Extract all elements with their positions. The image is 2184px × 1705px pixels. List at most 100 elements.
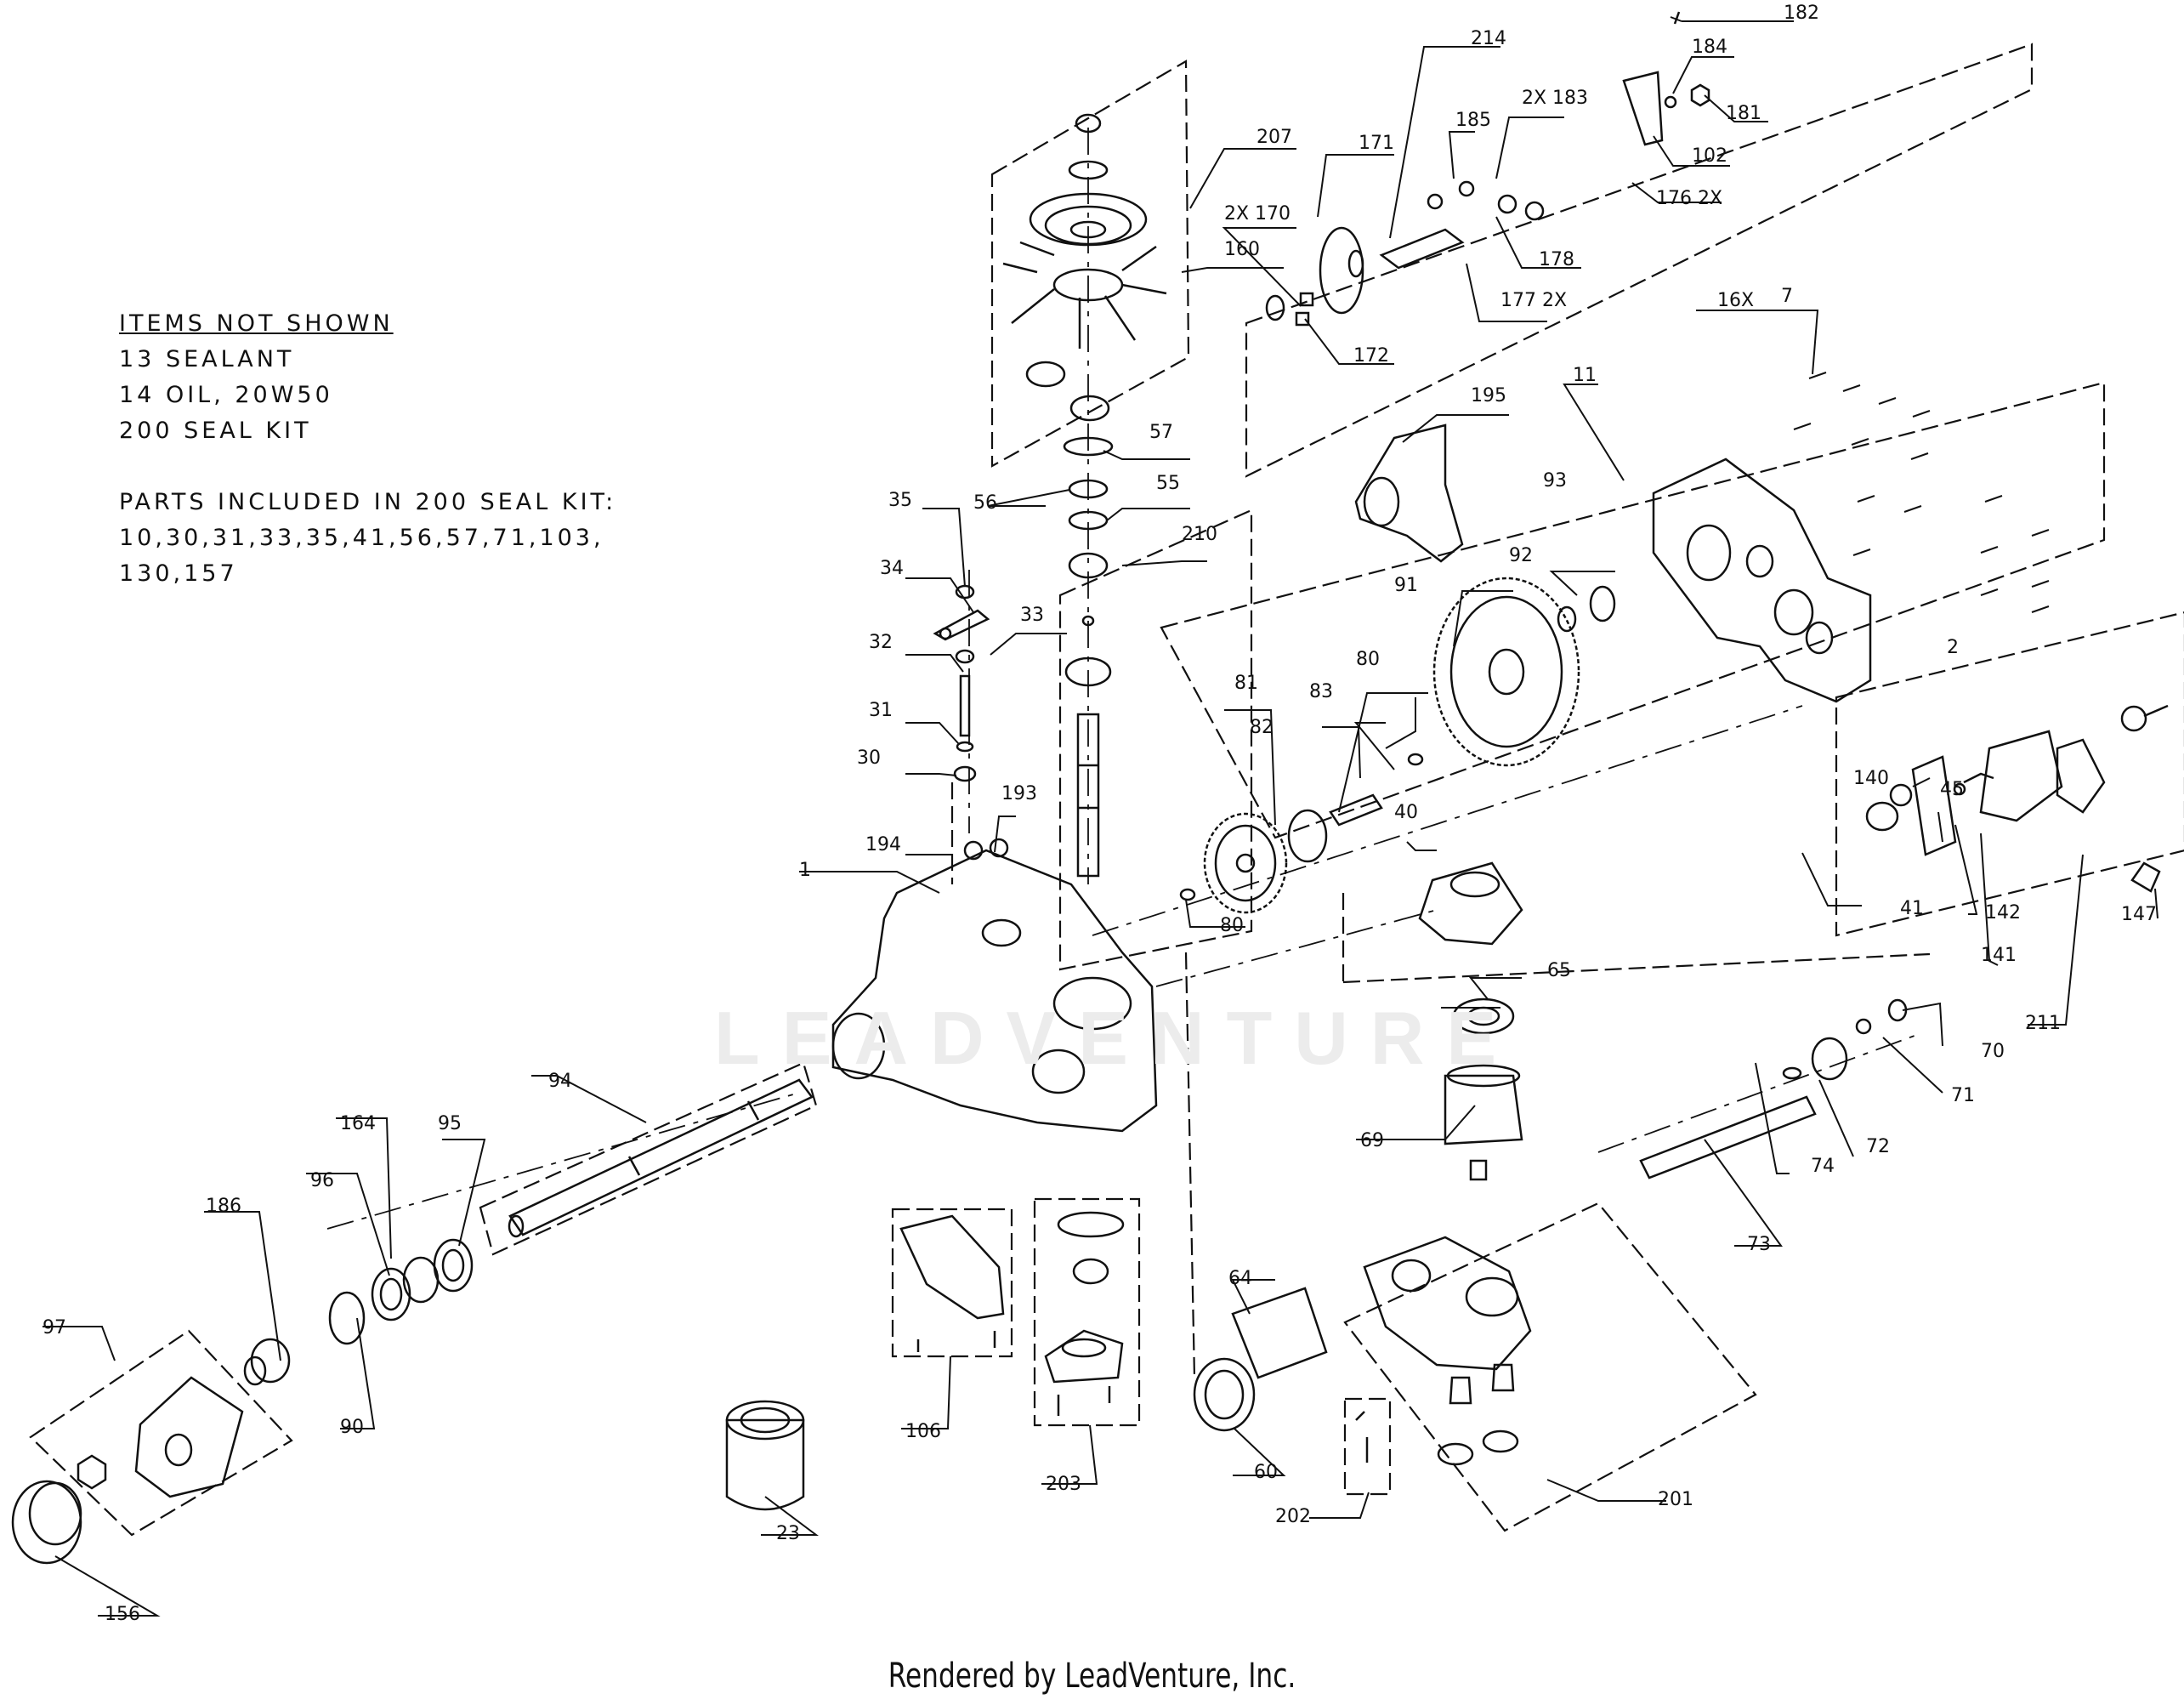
seal-kit-line: 130,157 (119, 560, 238, 587)
main-housing-1 (831, 838, 1158, 1133)
callout-label: 70 (1981, 1041, 2005, 1062)
callout-label: 23 (776, 1523, 800, 1544)
callout-label: 97 (43, 1317, 66, 1338)
callout-label: 1 (799, 860, 811, 881)
gear-train (1179, 577, 1616, 914)
bracket-assembly-boundary (1835, 611, 2184, 937)
callout-label: 56 (973, 492, 997, 514)
axle-boundary (479, 1061, 818, 1256)
callout-label: 160 (1224, 239, 1260, 260)
callout-label: 172 (1353, 345, 1389, 367)
callout-label: 74 (1811, 1156, 1835, 1177)
callout-label: 102 (1692, 145, 1727, 167)
callout-label: 201 (1658, 1489, 1693, 1510)
cover-boundary (1160, 381, 2106, 839)
items-not-shown-header: ITEMS NOT SHOWN (119, 310, 394, 337)
callout-label: 96 (310, 1170, 334, 1191)
callout-label: 35 (888, 490, 912, 511)
callout-label: 93 (1543, 470, 1567, 492)
callout-label: 171 (1359, 133, 1394, 154)
center-line (1092, 705, 1803, 936)
callout-label: 177 2X (1500, 290, 1567, 311)
callout-label: 106 (905, 1421, 941, 1442)
lower-parts (725, 1211, 1125, 1511)
callout-label: 185 (1455, 110, 1491, 131)
center-section-boundary (1343, 1202, 1757, 1532)
shaft-assembly-boundary (1058, 509, 1253, 971)
case-195 (1354, 423, 1464, 563)
callout-label: 140 (1853, 768, 1889, 789)
hub-and-bearings (11, 1238, 474, 1565)
center-section-parts (1193, 861, 1532, 1466)
callout-label: 210 (1182, 524, 1217, 545)
callout-label: 80 (1356, 649, 1380, 670)
shield-boundary (891, 1208, 1013, 1358)
dashed-line (1342, 952, 1931, 984)
footer-credit: Rendered by LeadVenture, Inc. (888, 1657, 1296, 1696)
callout-label: 193 (1001, 783, 1037, 804)
not-shown-item: 200 SEAL KIT (119, 418, 312, 444)
callout-label: 91 (1394, 575, 1418, 596)
callout-label: 164 (340, 1113, 376, 1134)
callout-label: 211 (2025, 1013, 2061, 1034)
top-bracket-parts (1265, 11, 1710, 327)
callout-label: 2X 183 (1522, 88, 1588, 109)
drawing-layer (11, 11, 2184, 1617)
bracket-assembly-211 (1865, 704, 2169, 893)
seal-kit-line: 10,30,31,33,35,41,56,57,71,103, (119, 525, 604, 551)
callout-label: 82 (1250, 717, 1274, 738)
callout-label: 202 (1275, 1506, 1311, 1527)
callout-label: 40 (1394, 802, 1418, 823)
callout-label: 11 (1573, 365, 1597, 386)
callout-label: 2X 170 (1224, 203, 1291, 224)
callout-label: 30 (857, 747, 881, 769)
center-line (1155, 909, 1438, 987)
notes-block: ITEMS NOT SHOWN 13 SEALANT 14 OIL, 20W50… (119, 306, 616, 592)
watermark: LEADVENTURE (714, 996, 1519, 1080)
callout-labels: 182 184 181 214 2X 183 185 102 171 207 1… (43, 3, 2157, 1625)
shaft-assembly-210 (1064, 552, 1112, 878)
cover-2 (1652, 458, 1872, 703)
callout-label: 41 (1900, 898, 1924, 919)
callout-label: 72 (1866, 1136, 1890, 1157)
callout-label: 182 (1784, 3, 1819, 24)
callout-label: 203 (1046, 1474, 1081, 1495)
callout-label: 31 (869, 700, 893, 721)
callout-label: 69 (1360, 1130, 1384, 1151)
callout-label: 90 (340, 1417, 364, 1438)
fan-assembly-boundary (990, 60, 1190, 468)
callout-label: 60 (1254, 1462, 1278, 1483)
callout-label: 16X (1717, 290, 1754, 311)
callout-label: 156 (105, 1604, 140, 1625)
callout-label: 195 (1471, 385, 1506, 406)
seal-kit-header: PARTS INCLUDED IN 200 SEAL KIT: (119, 489, 617, 515)
callout-label: 57 (1149, 422, 1173, 443)
callout-label: 55 (1156, 473, 1180, 494)
callout-label: 176 2X (1656, 188, 1722, 209)
leader-lines (43, 16, 2158, 1617)
spacer (119, 449, 616, 485)
callout-label: 186 (206, 1196, 241, 1217)
center-lines (326, 128, 1922, 1230)
callout-label: 7 (1781, 286, 1793, 307)
callout-label: 65 (1547, 960, 1571, 981)
not-shown-item: 14 OIL, 20W50 (119, 382, 333, 408)
callout-label: 207 (1257, 127, 1292, 148)
fan-assembly-207 (1002, 113, 1167, 531)
callout-label: 184 (1692, 37, 1727, 58)
callout-label: 181 (1726, 103, 1761, 124)
control-arm-parts (933, 584, 990, 782)
callout-label: 81 (1234, 673, 1258, 694)
axle-94 (508, 1078, 814, 1238)
callout-label: 32 (869, 632, 893, 653)
center-line (326, 1092, 800, 1230)
callout-label: 2 (1947, 637, 1959, 658)
callout-label: 33 (1020, 605, 1044, 626)
callout-label: 92 (1509, 545, 1533, 566)
callout-label: 194 (865, 834, 901, 855)
cover-bolts (1793, 372, 2050, 613)
callout-label: 142 (1985, 902, 2021, 924)
callout-label: 64 (1228, 1268, 1252, 1289)
callout-label: 71 (1951, 1085, 1975, 1106)
